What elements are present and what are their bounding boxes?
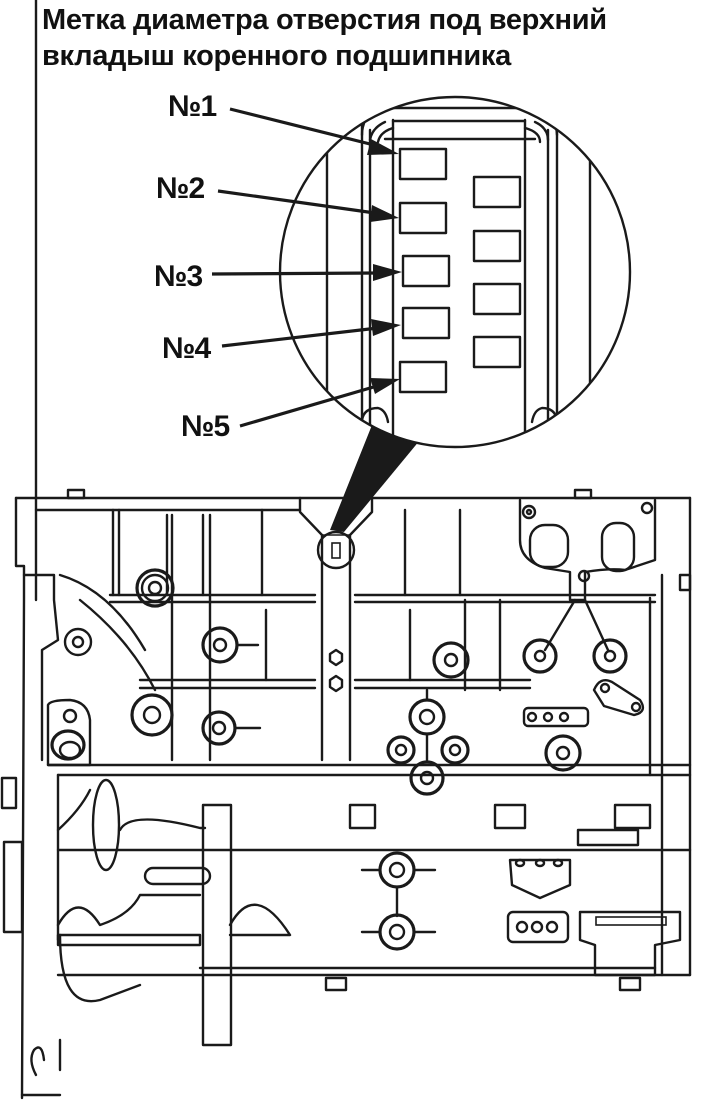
mark-left-1 xyxy=(398,147,448,181)
magnifier-pointer xyxy=(330,425,420,532)
mark-left-3 xyxy=(401,254,451,288)
mark-right-4 xyxy=(472,335,522,369)
mark-left-5 xyxy=(398,360,448,394)
callout-label-2: №2 xyxy=(156,172,205,205)
mark-left-4 xyxy=(401,306,451,340)
callout-label-3: №3 xyxy=(154,260,203,293)
diagram-title: Метка диаметра отверстия под верхний вкл… xyxy=(42,2,702,74)
title-line-2: вкладыш коренного подшипника xyxy=(42,40,511,72)
mark-left-2 xyxy=(398,201,448,235)
mark-right-2 xyxy=(472,229,522,263)
callout-label-5: №5 xyxy=(181,410,230,443)
callout-arrows xyxy=(211,107,402,428)
callout-label-4: №4 xyxy=(162,332,211,365)
title-line-1: Метка диаметра отверстия под верхний xyxy=(42,4,607,36)
mark-right-1 xyxy=(472,175,522,209)
mark-right-3 xyxy=(472,282,522,316)
callout-label-1: №1 xyxy=(168,90,217,123)
